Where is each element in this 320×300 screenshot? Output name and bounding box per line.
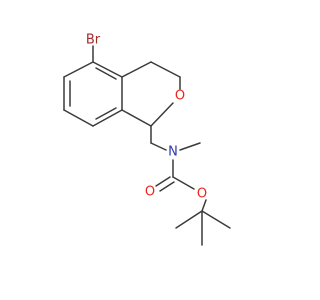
- carbonyl-oxygen-label: O: [145, 185, 155, 200]
- carbonyl-double-bond: [159, 181, 175, 192]
- bond: [150, 142, 167, 151]
- side-chain: [150, 125, 231, 246]
- bromine-label: Br: [86, 33, 101, 48]
- bond: [179, 142, 201, 151]
- ring-oxygen-label: O: [175, 89, 185, 104]
- benzene-ring: [63, 45, 123, 127]
- bond: [92, 109, 123, 127]
- molecule-structure: Br O N O O: [63, 33, 231, 246]
- bond: [201, 210, 231, 229]
- nitrogen-label: N: [168, 145, 178, 160]
- bond: [175, 210, 203, 229]
- bond: [150, 102, 174, 127]
- pyran-ring: [121, 61, 181, 127]
- bond: [150, 61, 181, 78]
- bond: [63, 109, 94, 127]
- double-bond-inner: [95, 67, 117, 80]
- bond: [201, 199, 207, 212]
- bond: [63, 61, 94, 78]
- bond: [92, 61, 123, 78]
- bond: [121, 61, 152, 78]
- bond: [172, 176, 195, 190]
- bond: [121, 109, 152, 127]
- double-bond-inner: [95, 107, 117, 120]
- carbonyl-double-bond: [155, 176, 171, 187]
- ester-oxygen-label: O: [197, 187, 207, 202]
